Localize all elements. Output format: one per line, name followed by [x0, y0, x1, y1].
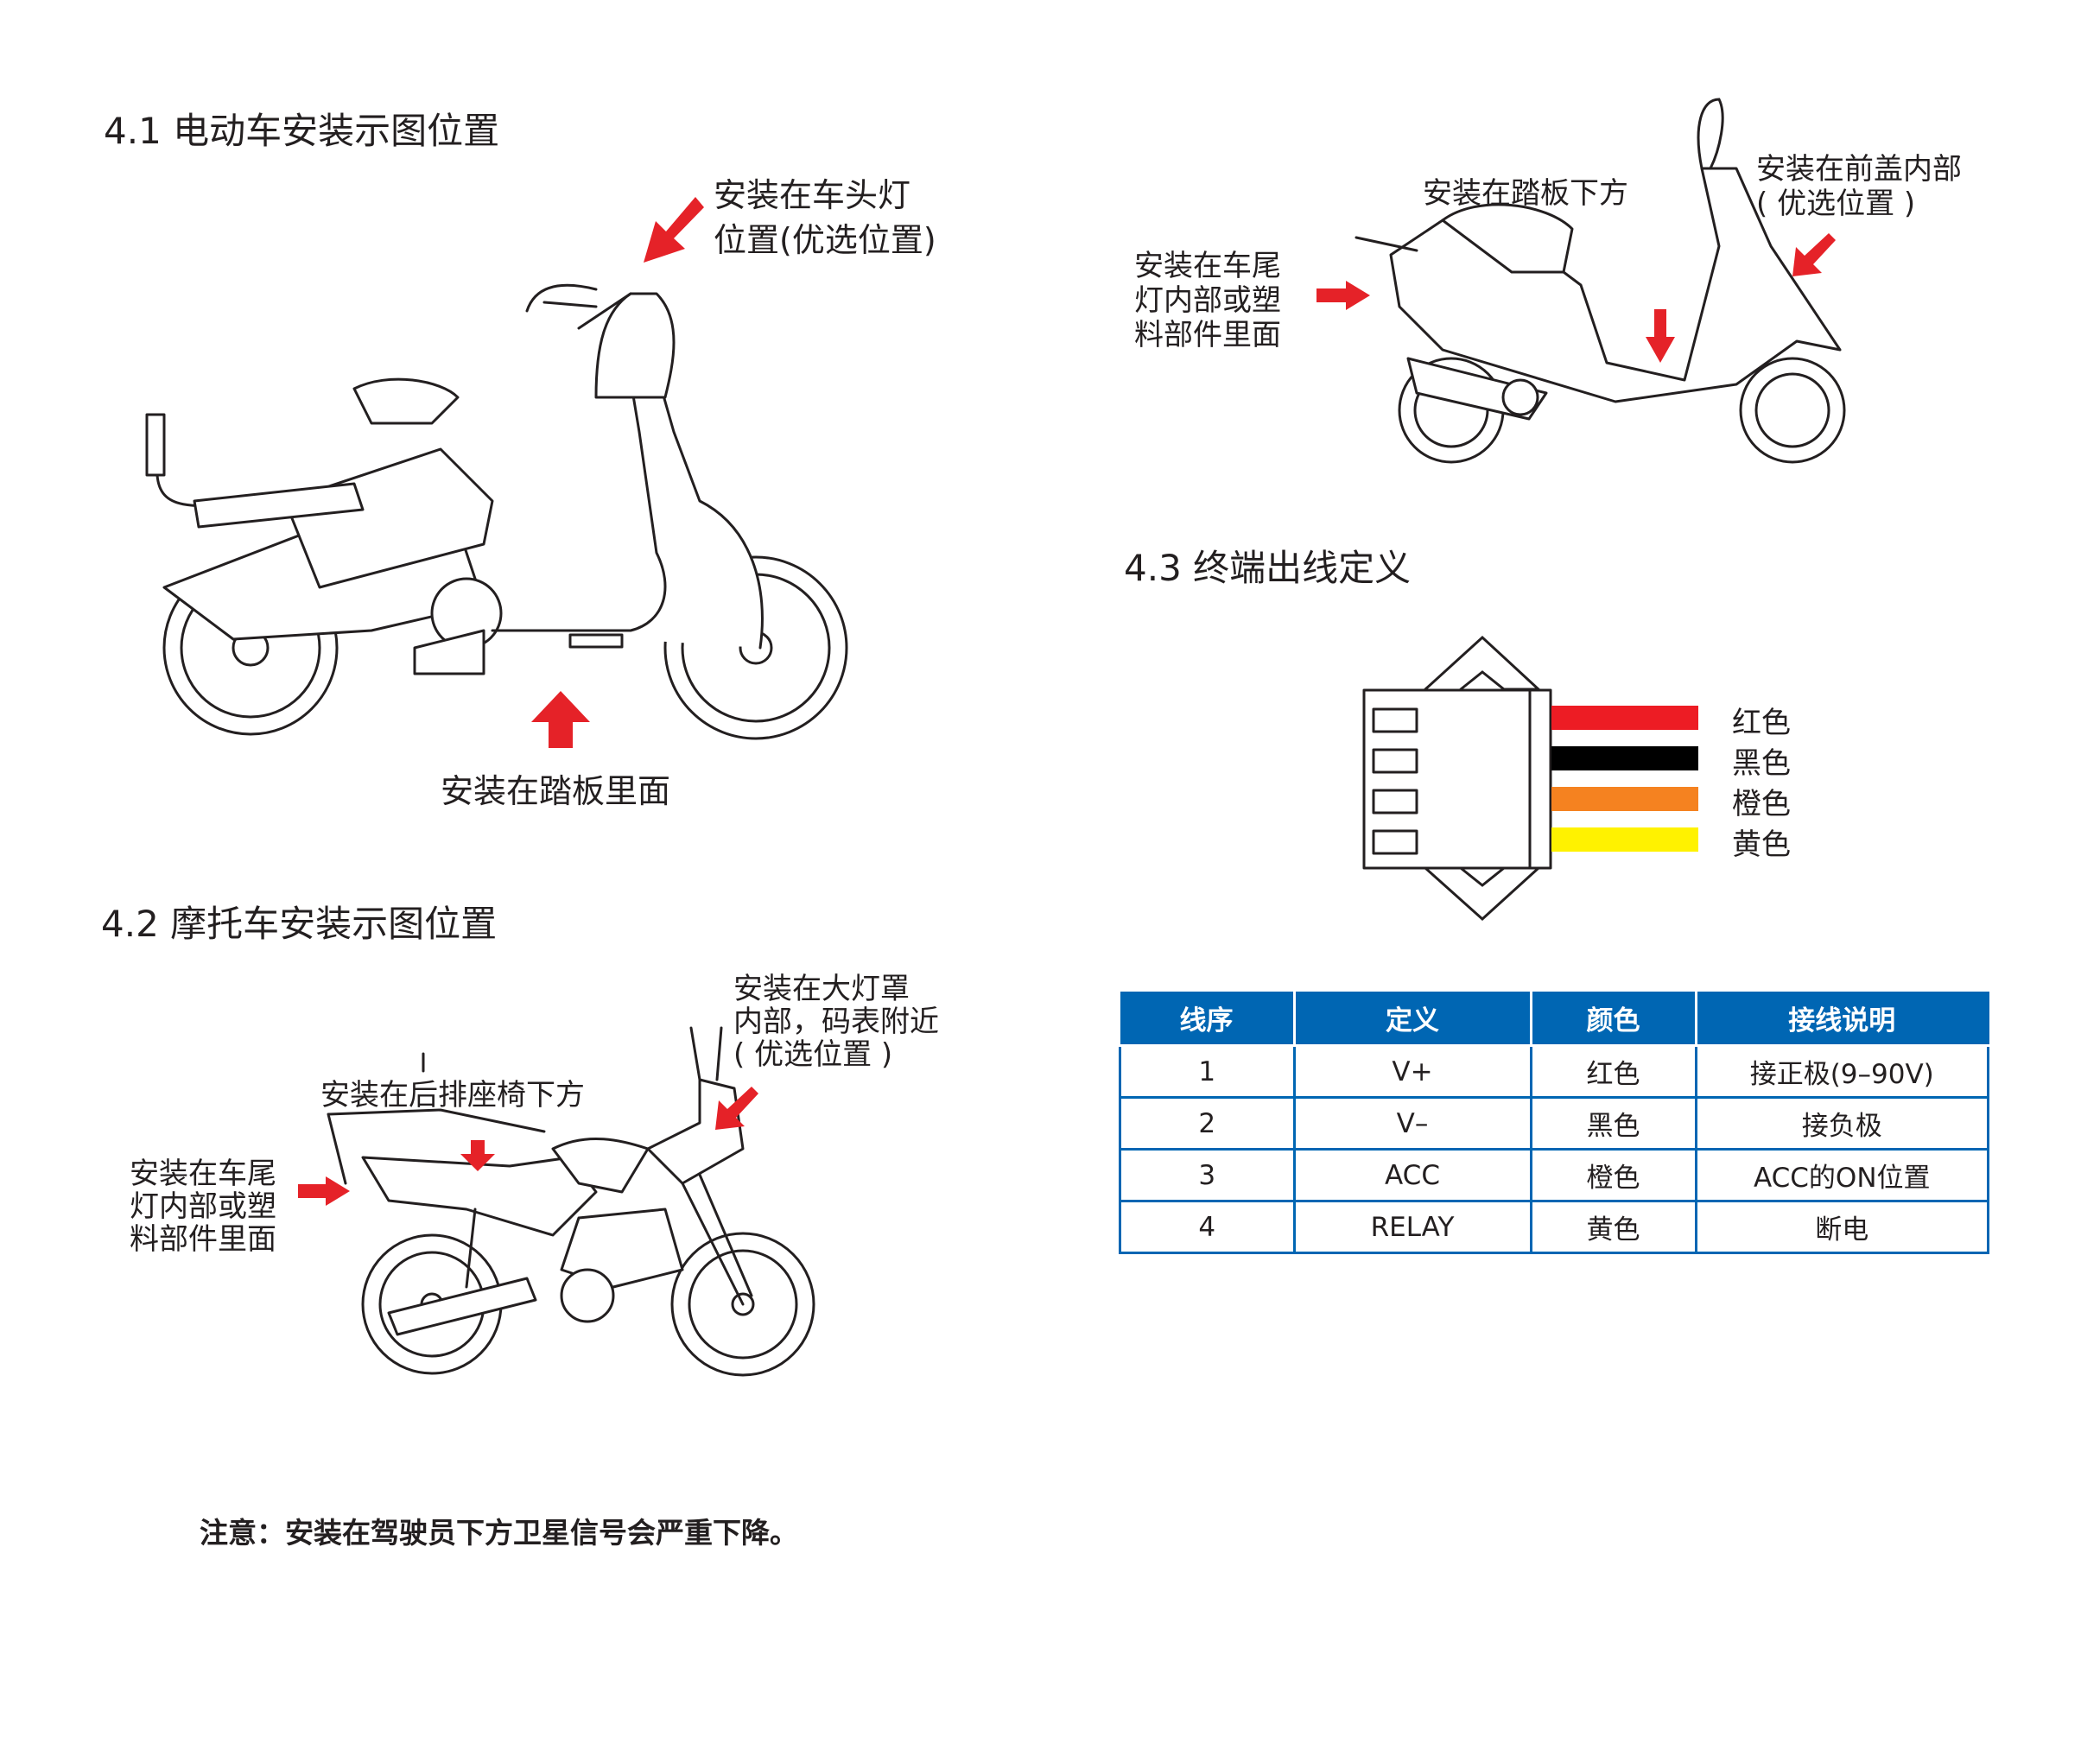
table-cell: RELAY: [1292, 1200, 1532, 1254]
label-moto-tail: 安装在车尾 灯内部或塑 料部件里面: [130, 1157, 276, 1257]
table-cell: 断电: [1694, 1200, 1989, 1254]
section-title-motorcycle: 4.2 摩托车安装示图位置: [101, 903, 498, 945]
table-cell: 1: [1119, 1044, 1296, 1099]
table-cell: ACC的ON位置: [1694, 1148, 1989, 1202]
wire-label: 红色: [1732, 706, 1791, 740]
pin-1: [1372, 707, 1418, 733]
ebike-illustration: [145, 283, 848, 740]
arrow-down-moto-seat: [460, 1140, 495, 1171]
table-cell: 橙色: [1529, 1148, 1697, 1202]
label-moto-headlamp: 安装在大灯罩 内部，码表附近 ( 优选位置 ): [733, 972, 939, 1072]
table-cell: 2: [1119, 1096, 1296, 1151]
pin-2: [1372, 748, 1418, 774]
arrow-down-left-moto-headlamp: [715, 1087, 758, 1130]
pin-4: [1372, 829, 1418, 855]
label-ebike-pedal: 安装在踏板里面: [441, 772, 671, 810]
wire-1: [1551, 706, 1698, 730]
arrow-right-scooter-tail: [1316, 281, 1370, 310]
table-cell: 接正极(9–90V): [1694, 1044, 1989, 1099]
connector-illustration: [1362, 635, 1552, 922]
table-cell: 黑色: [1529, 1096, 1697, 1151]
arrow-up-ebike: [531, 691, 590, 748]
wire-4: [1551, 827, 1698, 852]
arrow-right-moto-tail: [298, 1176, 350, 1206]
wire-3: [1551, 787, 1698, 811]
wire-label: 黑色: [1732, 746, 1791, 781]
label-scooter-pedal: 安装在踏板下方: [1423, 176, 1628, 211]
pin-3: [1372, 789, 1418, 815]
table-cell: V–: [1292, 1096, 1532, 1151]
table-cell: 3: [1119, 1148, 1296, 1202]
wire-label: 橙色: [1732, 787, 1791, 821]
arrow-down-left-ebike: [644, 197, 704, 263]
table-cell: 黄色: [1529, 1200, 1697, 1254]
label-moto-seat: 安装在后排座椅下方: [320, 1078, 585, 1113]
col-header: 接线说明: [1694, 992, 1989, 1047]
warning-note: 注意：安装在驾驶员下方卫星信号会严重下降。: [200, 1516, 798, 1550]
table-cell: V+: [1292, 1044, 1532, 1099]
wire-2: [1551, 746, 1698, 770]
motorcycle-illustration: [327, 1026, 815, 1377]
section-title-ebike: 4.1 电动车安装示图位置: [104, 110, 500, 152]
wire-label: 黄色: [1732, 827, 1791, 862]
section-title-terminal: 4.3 终端出线定义: [1124, 547, 1412, 589]
table-cell: 红色: [1529, 1044, 1697, 1099]
scooter-illustration: [1355, 98, 1846, 464]
arrow-down-scooter-pedal: [1646, 309, 1675, 363]
col-header: 颜色: [1529, 992, 1697, 1047]
table-cell: ACC: [1292, 1148, 1532, 1202]
col-header: 线序: [1120, 992, 1296, 1047]
label-scooter-tail: 安装在车尾 灯内部或塑 料部件里面: [1134, 249, 1281, 352]
col-header: 定义: [1292, 992, 1532, 1047]
label-scooter-front: 安装在前盖内部 ( 优选位置 ): [1756, 152, 1962, 221]
arrow-down-left-scooter-front: [1792, 233, 1836, 276]
table-cell: 4: [1119, 1200, 1296, 1254]
label-ebike-headlight: 安装在车头灯 位置(优选位置): [714, 176, 936, 259]
table-cell: 接负极: [1694, 1096, 1989, 1151]
